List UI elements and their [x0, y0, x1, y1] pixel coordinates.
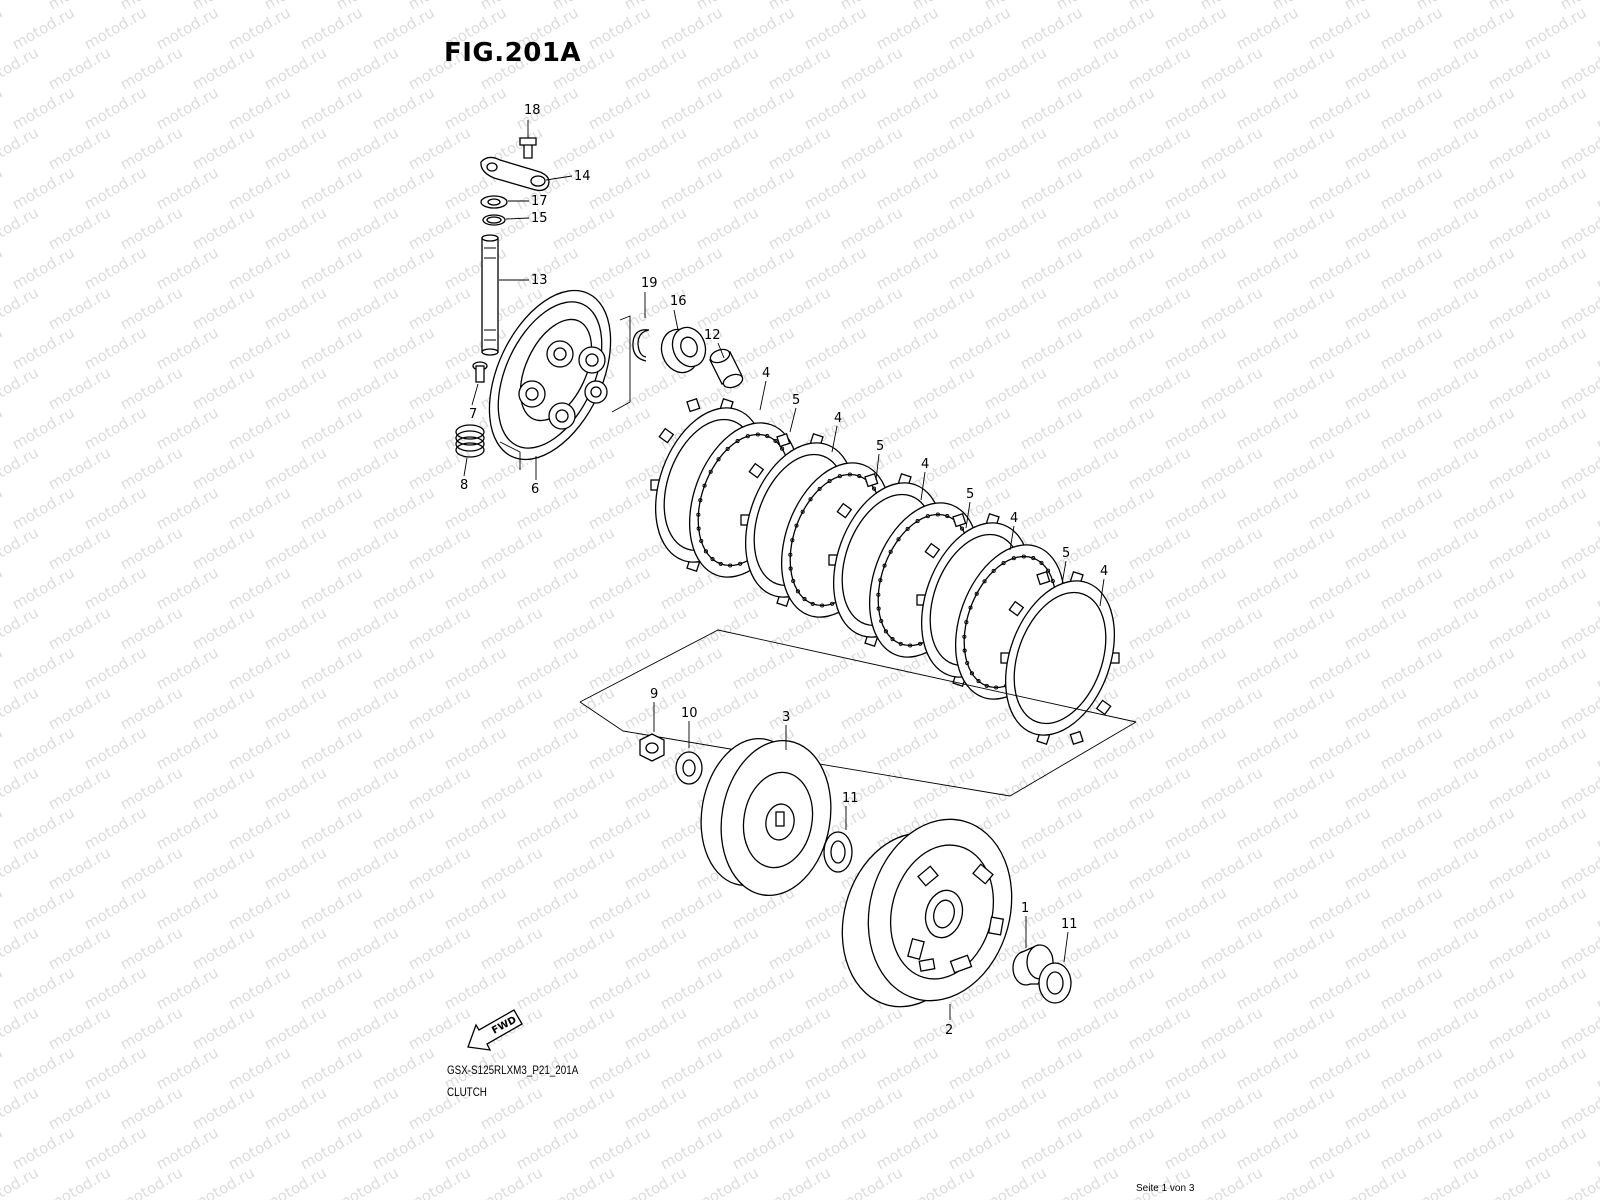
callout-5: 5 [792, 393, 800, 408]
leader-line [471, 383, 479, 406]
callout-5: 5 [876, 439, 884, 454]
callout-4: 4 [834, 411, 842, 426]
callout-17: 17 [531, 194, 548, 209]
callout-7: 7 [469, 407, 477, 422]
thrust-washer-11a [823, 831, 853, 873]
model-code: GSX-S125RLXM3_P21_201A [447, 1063, 579, 1077]
circlip-19 [632, 329, 650, 362]
washer-10 [675, 751, 703, 785]
leader-line [673, 309, 679, 331]
sleeve-hub-3 [700, 737, 832, 897]
leader-line [1061, 560, 1067, 585]
callout-4: 4 [1010, 511, 1018, 526]
callout-5: 5 [966, 487, 974, 502]
callout-5: 5 [1062, 546, 1070, 561]
release-screw [519, 137, 537, 159]
leader-line [789, 407, 797, 433]
callout-11: 11 [842, 791, 859, 806]
callout-16: 16 [670, 294, 687, 309]
nut-9 [639, 733, 665, 762]
callout-4: 4 [1100, 564, 1108, 579]
washer-17 [480, 195, 508, 209]
callout-1: 1 [1021, 901, 1029, 916]
leader-line [505, 217, 530, 220]
callout-4: 4 [921, 457, 929, 472]
callout-11: 11 [1061, 917, 1078, 932]
fwd-arrow-icon: FWD [467, 1009, 523, 1051]
callout-18: 18 [524, 103, 541, 118]
page-indicator: Seite 1 von 3 [1136, 1183, 1195, 1194]
leader-line [463, 457, 468, 477]
release-shaft-13 [481, 234, 499, 356]
clutch-spring-8 [455, 424, 485, 458]
callout-14: 14 [574, 169, 591, 184]
callout-13: 13 [531, 273, 548, 288]
callout-4: 4 [762, 366, 770, 381]
clutch-housing-2 [841, 818, 1013, 1008]
callout-8: 8 [460, 478, 468, 493]
callout-9: 9 [650, 687, 658, 702]
callout-3: 3 [782, 710, 790, 725]
clutch-lifter-12 [709, 348, 744, 389]
spring-bolt-7 [472, 361, 488, 383]
callout-10: 10 [681, 706, 698, 721]
callout-6: 6 [531, 482, 539, 497]
bearing-16 [660, 326, 707, 374]
diagram-subtitle: CLUTCH [447, 1085, 487, 1099]
leader-line [759, 380, 767, 411]
thrust-washer-11b [1038, 962, 1072, 1004]
callout-15: 15 [531, 211, 548, 226]
callout-19: 19 [641, 276, 658, 291]
leader-line [1063, 931, 1069, 963]
oring-15 [482, 214, 506, 226]
callout-2: 2 [945, 1023, 953, 1038]
release-arm [480, 156, 550, 192]
callout-12: 12 [704, 328, 721, 343]
leader-line [545, 175, 573, 181]
clutch-plate-stack [650, 397, 1120, 746]
